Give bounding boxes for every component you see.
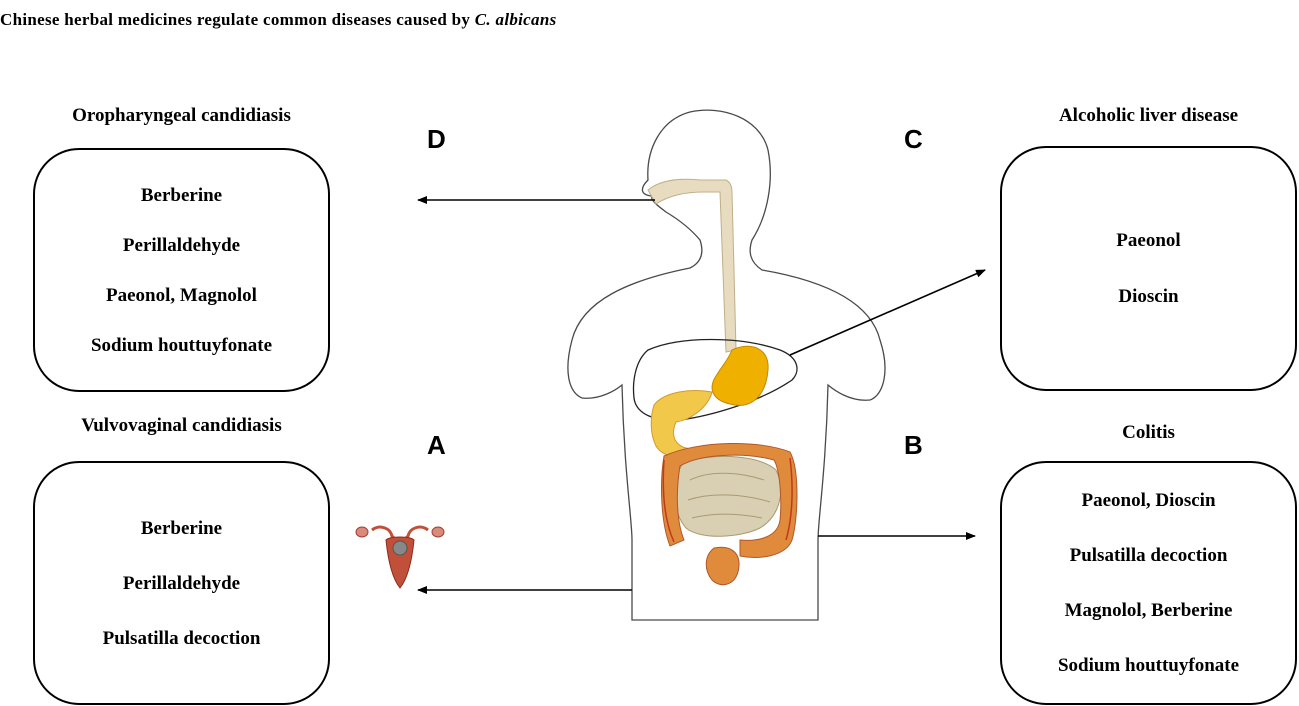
box-vulvovaginal: Berberine Perillaldehyde Pulsatilla deco…	[33, 461, 330, 705]
item-a-0: Berberine	[140, 517, 223, 539]
heading-alcoholic-liver: Alcoholic liver disease	[1058, 105, 1239, 126]
heading-vulvovaginal: Vulvovaginal candidiasis	[81, 415, 282, 436]
duodenum	[650, 390, 713, 458]
arrow-to-alcoholic-liver	[789, 269, 986, 356]
panel-letter-c: C	[904, 124, 923, 154]
item-d-0: Berberine	[140, 184, 223, 206]
item-a-1: Perillaldehyde	[122, 572, 241, 594]
uterus-icon	[355, 525, 445, 589]
item-c-0: Paeonol	[1116, 230, 1181, 251]
esophagus	[647, 178, 737, 353]
item-a-2: Pulsatilla decoction	[102, 627, 261, 649]
item-b-2: Magnolol, Berberine	[1064, 600, 1233, 621]
title-italic: C. albicans	[474, 10, 557, 29]
box-alcoholic-liver: Paeonol Dioscin	[1000, 146, 1297, 391]
stomach	[711, 345, 769, 406]
small-intestine	[673, 455, 782, 537]
panel-letter-a: A	[427, 430, 446, 460]
item-b-3: Sodium houttuyfonate	[1057, 655, 1240, 676]
panel-letter-d: D	[427, 124, 446, 154]
large-intestine	[661, 443, 798, 558]
panel-letter-b: B	[904, 430, 923, 460]
item-d-2: Paeonol, Magnolol	[106, 284, 257, 306]
heading-oropharyngeal: Oropharyngeal candidiasis	[72, 105, 291, 126]
figure-title: Chinese herbal medicines regulate common…	[0, 10, 557, 30]
item-d-1: Perillaldehyde	[122, 234, 241, 256]
item-d-3: Sodium houttuyfonate	[90, 334, 273, 356]
item-b-0: Paeonol, Dioscin	[1081, 490, 1216, 511]
box-colitis: Paeonol, Dioscin Pulsatilla decoction Ma…	[1000, 461, 1297, 705]
box-oropharyngeal: Berberine Perillaldehyde Paeonol, Magnol…	[33, 148, 330, 392]
item-b-1: Pulsatilla decoction	[1069, 545, 1228, 566]
heading-colitis: Colitis	[1122, 422, 1175, 443]
rectum	[705, 546, 740, 586]
title-text: Chinese herbal medicines regulate common…	[0, 10, 475, 29]
item-c-1: Dioscin	[1118, 286, 1179, 307]
